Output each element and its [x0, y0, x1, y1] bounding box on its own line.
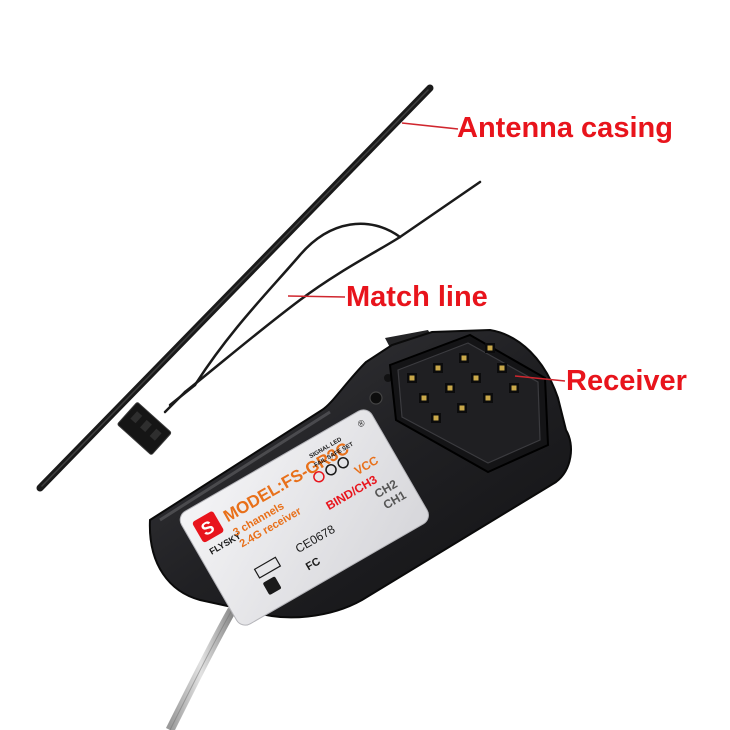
pin [511, 385, 517, 391]
pin [421, 395, 427, 401]
flysky-logo [192, 511, 224, 543]
match-line-label: Match line [346, 281, 488, 313]
match-leader-line [287, 295, 346, 298]
servo-connector [117, 402, 172, 455]
match-line [163, 180, 482, 414]
pin [433, 415, 439, 421]
pin [447, 385, 453, 391]
receiver-label-callout: Receiver [566, 365, 687, 397]
pin [409, 375, 415, 381]
pin [499, 365, 505, 371]
antenna-casing-label: Antenna casing [457, 112, 673, 144]
pin [473, 375, 479, 381]
pin [435, 365, 441, 371]
pin [461, 355, 467, 361]
pin [487, 345, 493, 351]
pin [459, 405, 465, 411]
registered-mark: ® [356, 417, 367, 429]
pin-header [388, 333, 550, 474]
receiver-leader-line [514, 375, 566, 382]
antenna-leader-line [401, 122, 459, 130]
pin [485, 395, 491, 401]
